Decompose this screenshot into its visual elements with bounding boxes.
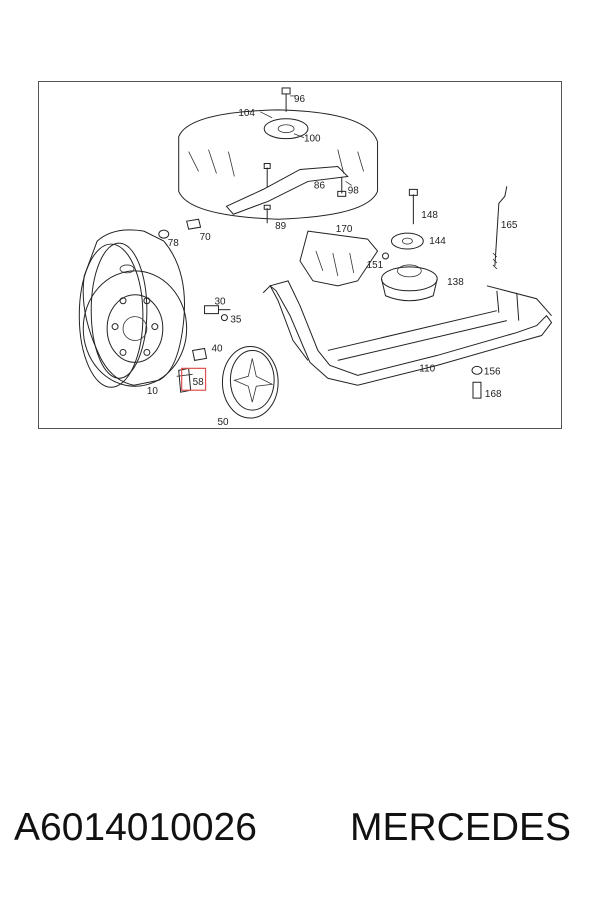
part-35-washer <box>220 314 228 322</box>
callout-58: 58 <box>193 377 205 388</box>
callout-30: 30 <box>214 297 226 308</box>
callout-104: 104 <box>238 108 255 119</box>
part-168-plug <box>472 381 482 399</box>
callout-96: 96 <box>294 94 306 105</box>
brand-name: MERCEDES <box>350 806 572 849</box>
part-70-cap <box>186 218 202 230</box>
part-144-nut <box>390 232 424 250</box>
callout-98: 98 <box>348 185 360 196</box>
callout-168: 168 <box>485 389 502 400</box>
part-50-hub-cap <box>221 345 279 419</box>
part-58-clip <box>176 367 207 393</box>
callout-165: 165 <box>501 220 518 231</box>
callout-110: 110 <box>419 363 435 374</box>
callout-148: 148 <box>421 210 438 221</box>
part-96-bolt <box>281 87 291 112</box>
part-110-frame <box>262 280 553 386</box>
spare-tire <box>178 109 379 220</box>
part-170-floor-panel <box>299 230 379 287</box>
callout-89: 89 <box>275 221 287 232</box>
callout-40: 40 <box>212 343 224 354</box>
part-number: A6014010026 <box>14 806 257 849</box>
part-89-bolt <box>263 204 271 224</box>
callout-78: 78 <box>168 238 180 249</box>
part-86-bracket <box>225 163 349 215</box>
callout-100: 100 <box>304 134 321 145</box>
part-156-nut <box>471 365 483 375</box>
callout-170: 170 <box>336 224 353 235</box>
part-78-valve <box>158 229 170 239</box>
part-151-washer <box>382 252 389 260</box>
parts-diagram: 96 104 100 86 98 89 148 165 170 144 151 … <box>38 81 562 429</box>
callout-labels: 96 104 100 86 98 89 148 165 170 144 151 … <box>147 94 518 428</box>
part-138-holder <box>381 264 438 302</box>
callout-86: 86 <box>314 180 326 191</box>
part-148-bolt <box>408 188 418 225</box>
part-30-wheel-bolt <box>204 305 231 315</box>
part-40-nut <box>192 347 208 361</box>
part-10-wheel-rim <box>78 229 188 388</box>
highlight-box-58 <box>181 367 207 391</box>
part-165-rod <box>492 186 508 270</box>
part-98-nut <box>337 177 347 197</box>
callout-70: 70 <box>200 232 212 243</box>
callout-156: 156 <box>484 366 501 377</box>
callout-10: 10 <box>147 386 159 397</box>
leader-lines <box>260 95 352 186</box>
callout-50: 50 <box>217 417 229 428</box>
callout-138: 138 <box>447 277 464 288</box>
parts-diagram-drawing: 96 104 100 86 98 89 148 165 170 144 151 … <box>78 87 553 428</box>
callout-144: 144 <box>429 236 446 247</box>
callout-151: 151 <box>367 260 384 271</box>
part-caption: A6014010026 MERCEDES <box>14 806 594 856</box>
callout-35: 35 <box>230 315 242 326</box>
